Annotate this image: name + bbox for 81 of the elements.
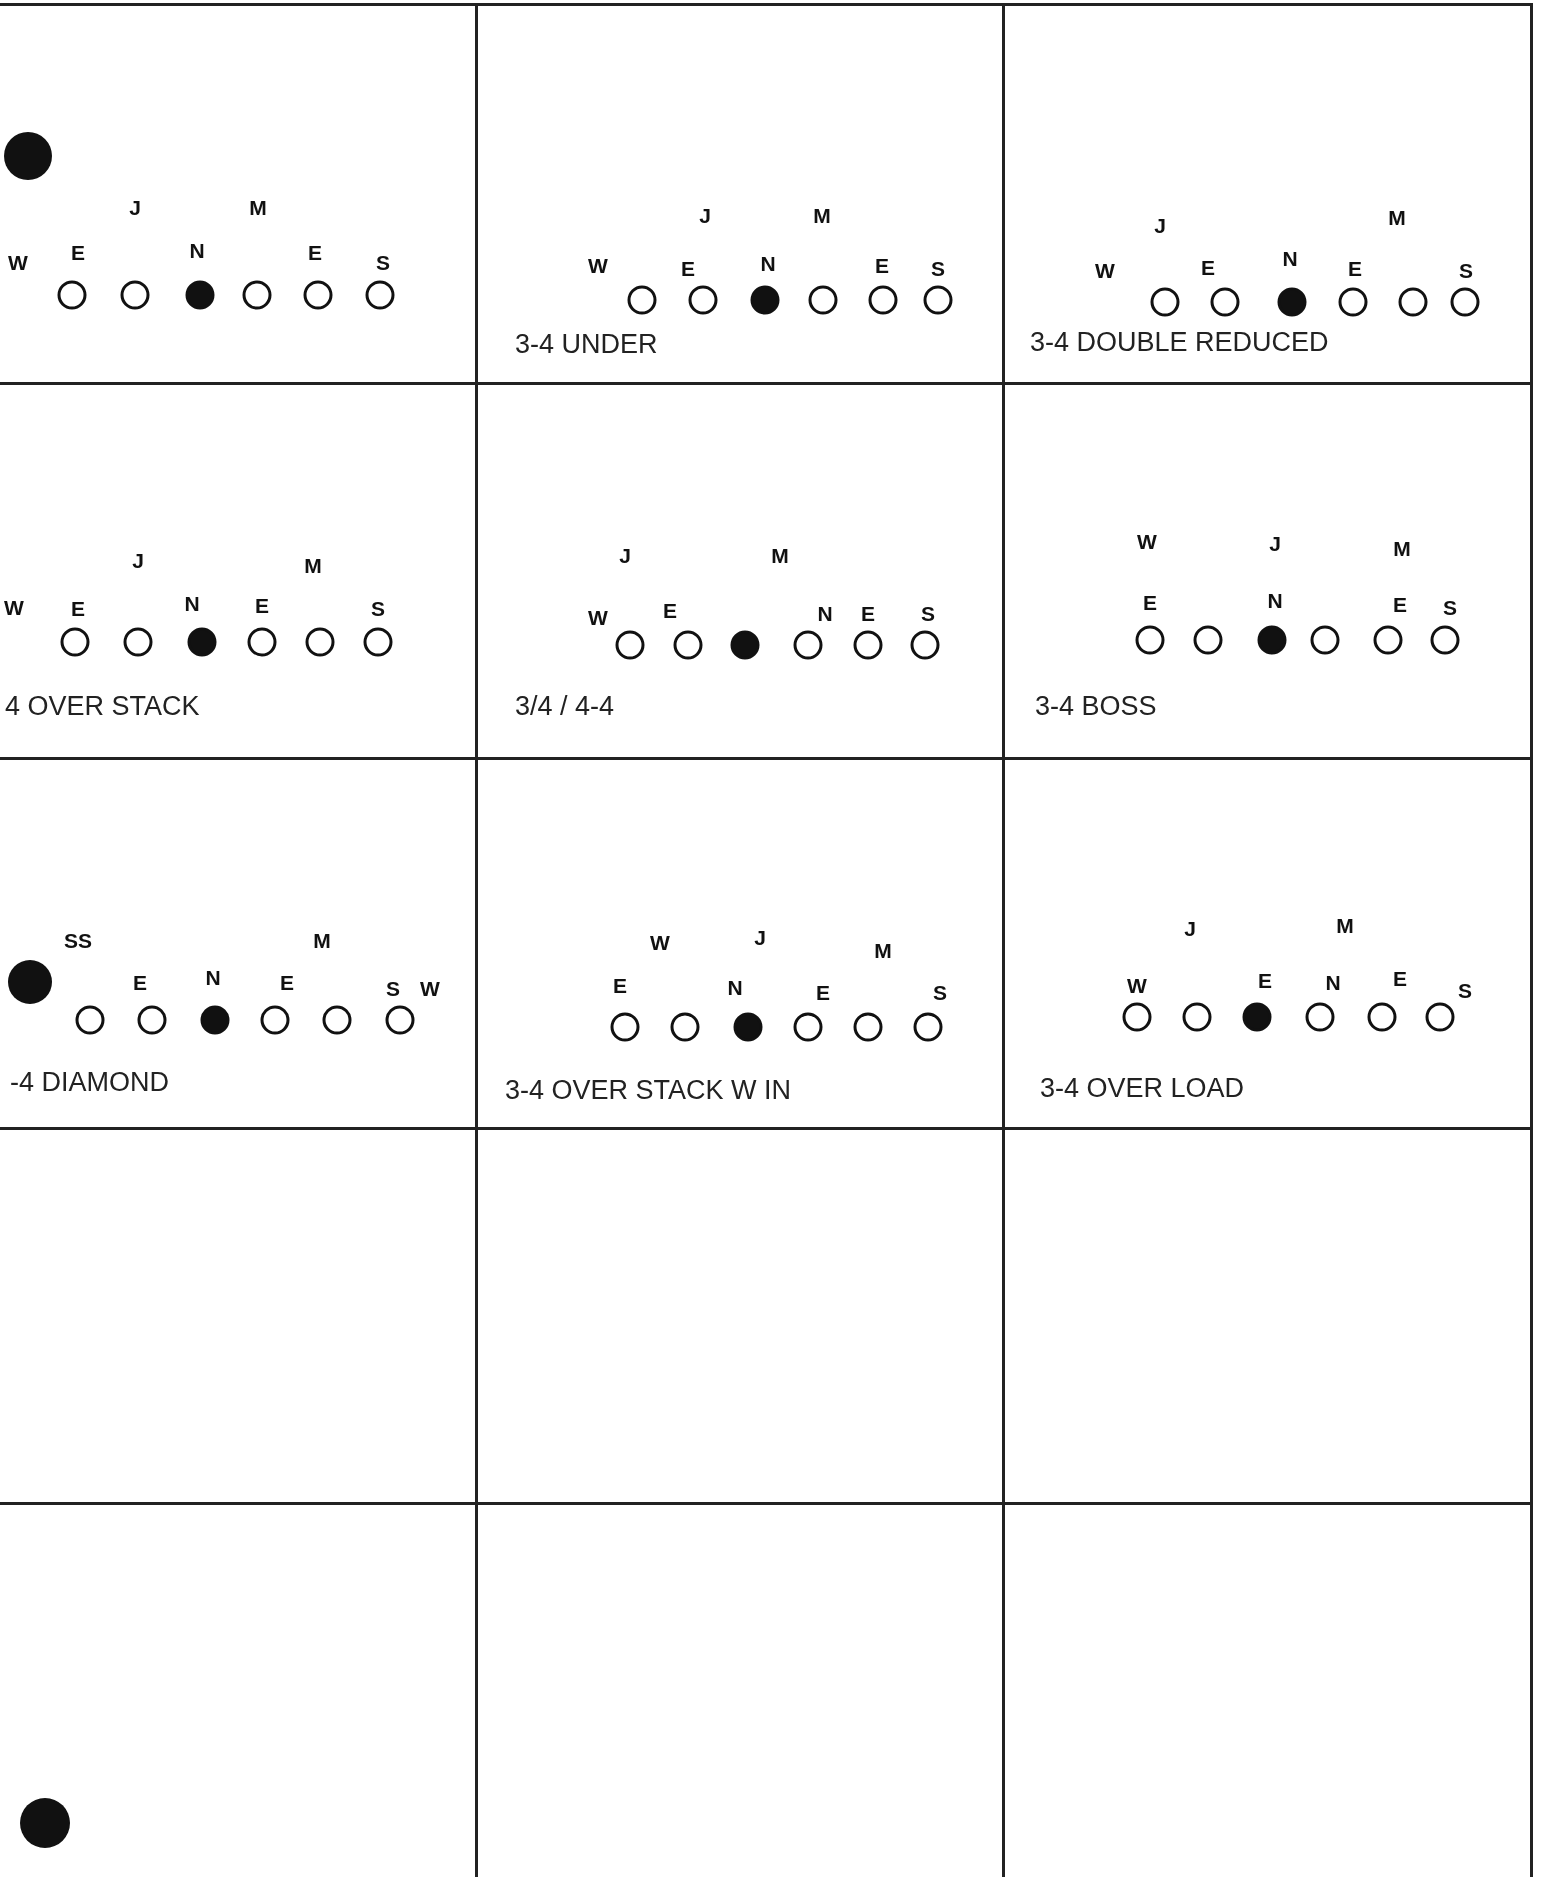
position-letter: M — [1336, 914, 1354, 936]
position-letter: J — [1269, 532, 1281, 554]
position-letter: J — [699, 204, 711, 226]
position-letter: E — [875, 254, 889, 276]
formation-panel — [478, 385, 1005, 760]
position-letter: E — [255, 594, 269, 616]
formation-caption: -4 DIAMOND — [10, 1068, 169, 1098]
formation-panel — [1005, 3, 1533, 385]
position-letter: SS — [64, 929, 92, 951]
position-letter: N — [1267, 589, 1283, 611]
formation-caption: 3-4 DOUBLE REDUCED — [1030, 328, 1329, 358]
position-letter: S — [376, 251, 390, 273]
position-letter: W — [8, 251, 28, 273]
position-letter: N — [1325, 971, 1341, 993]
position-letter: W — [1137, 530, 1157, 552]
position-letter: N — [817, 602, 833, 624]
formation-panel — [478, 760, 1005, 1130]
position-letter: N — [727, 976, 743, 998]
position-letter: J — [129, 196, 141, 218]
position-letter: E — [133, 971, 147, 993]
formation-panel — [478, 3, 1005, 385]
position-letter: M — [874, 939, 892, 961]
position-letter: E — [1201, 256, 1215, 278]
position-letter: J — [1184, 917, 1196, 939]
position-letter: M — [813, 204, 831, 226]
position-letter: E — [1258, 969, 1272, 991]
position-letter: M — [249, 196, 267, 218]
formation-panel — [1005, 385, 1533, 760]
position-letter: E — [1393, 967, 1407, 989]
position-letter: W — [650, 931, 670, 953]
position-letter: S — [1459, 259, 1473, 281]
formation-caption: 3/4 / 4-4 — [515, 692, 615, 722]
position-letter: S — [386, 977, 400, 999]
position-letter: J — [132, 549, 144, 571]
position-letter: E — [1393, 593, 1407, 615]
empty-panel — [1005, 1130, 1533, 1505]
empty-panel — [478, 1130, 1005, 1505]
position-letter: E — [663, 599, 677, 621]
formation-caption: 3-4 BOSS — [1035, 692, 1157, 722]
position-letter: E — [816, 981, 830, 1003]
position-letter: N — [205, 966, 221, 988]
position-letter: J — [619, 544, 631, 566]
position-letter: E — [1348, 257, 1362, 279]
position-letter: J — [754, 926, 766, 948]
position-letter: S — [921, 602, 935, 624]
position-letter: W — [588, 254, 608, 276]
position-letter: N — [760, 252, 776, 274]
formation-panel — [0, 385, 478, 760]
position-letter: M — [313, 929, 331, 951]
position-letter: S — [1458, 979, 1472, 1001]
position-letter: N — [184, 592, 200, 614]
position-letter: E — [280, 971, 294, 993]
position-letter: S — [1443, 596, 1457, 618]
position-letter: E — [861, 602, 875, 624]
position-letter: E — [681, 257, 695, 279]
formation-caption: 3-4 UNDER — [515, 330, 658, 360]
position-letter: W — [588, 606, 608, 628]
formation-caption: 4 OVER STACK — [5, 692, 200, 722]
position-letter: J — [1154, 214, 1166, 236]
position-letter: W — [1127, 974, 1147, 996]
formation-caption: 3-4 OVER STACK W IN — [505, 1076, 792, 1106]
position-letter: E — [613, 974, 627, 996]
position-letter: E — [71, 597, 85, 619]
formation-caption: 3-4 OVER LOAD — [1040, 1074, 1245, 1104]
position-letter: S — [933, 981, 947, 1003]
position-letter: M — [771, 544, 789, 566]
empty-panel — [0, 1130, 478, 1505]
position-letter: N — [189, 239, 205, 261]
position-letter: E — [308, 241, 322, 263]
position-letter: M — [304, 554, 322, 576]
position-letter: N — [1282, 247, 1298, 269]
position-letter: S — [371, 597, 385, 619]
position-letter: W — [1095, 259, 1115, 281]
position-letter: E — [71, 241, 85, 263]
position-letter: W — [420, 977, 440, 999]
position-letter: W — [4, 596, 24, 618]
position-letter: S — [931, 257, 945, 279]
position-letter: E — [1143, 591, 1157, 613]
position-letter: M — [1388, 206, 1406, 228]
position-letter: M — [1393, 537, 1411, 559]
formation-panel — [1005, 760, 1533, 1130]
